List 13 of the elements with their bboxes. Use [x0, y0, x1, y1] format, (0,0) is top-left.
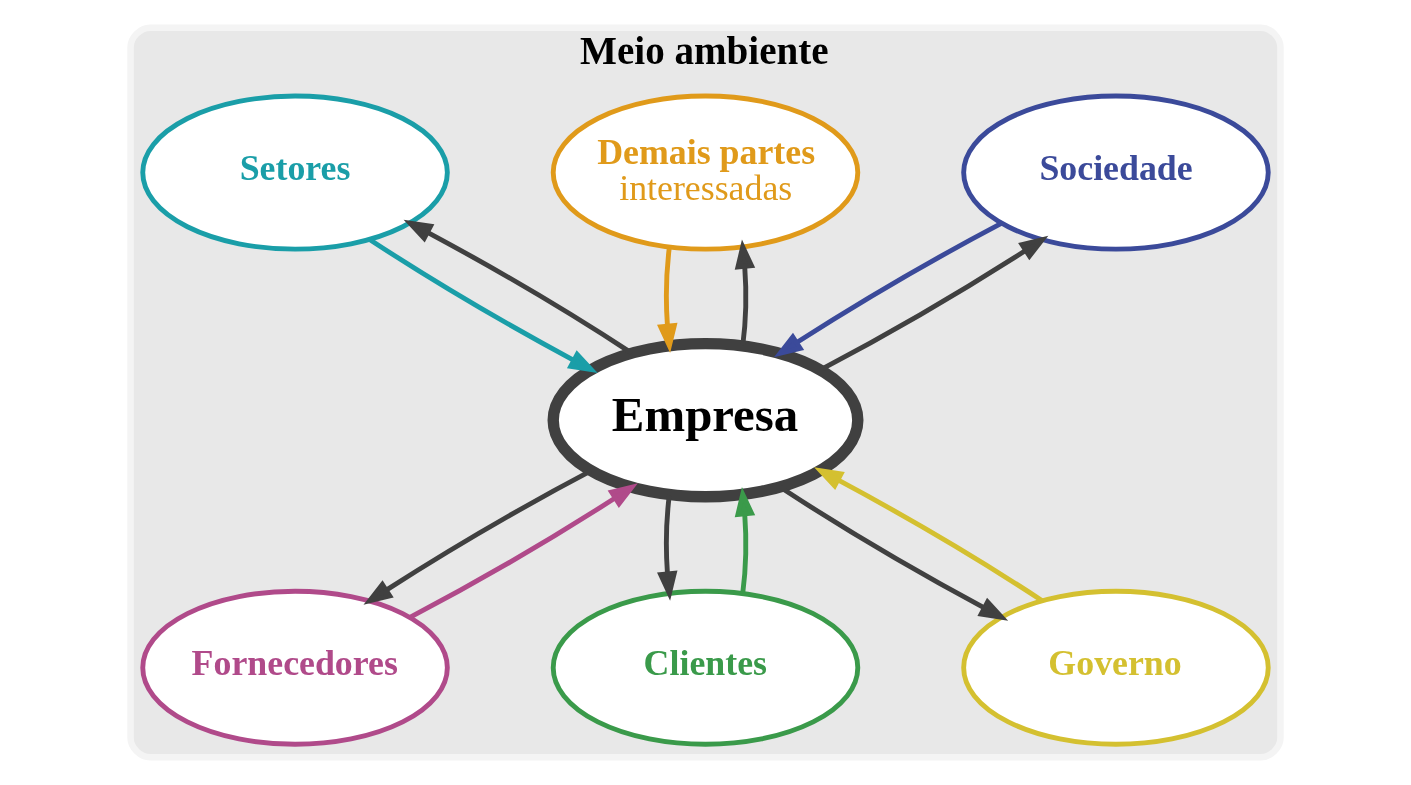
node-ellipse: Governo — [961, 588, 1271, 747]
node-ellipse: Empresa — [547, 337, 864, 503]
node-ellipse: Fornecedores — [140, 588, 450, 747]
arrow — [409, 483, 638, 620]
arrow — [773, 221, 1003, 358]
node-ellipse: Demais partes interessadas — [550, 93, 861, 252]
arrow — [734, 487, 756, 594]
node-ellipse: Sociedade — [961, 93, 1271, 252]
arrow — [814, 467, 1044, 603]
node-ellipse: Clientes — [550, 588, 861, 747]
arrow — [657, 247, 678, 354]
arrow — [368, 237, 598, 374]
node-ellipse: Setores — [140, 93, 450, 252]
